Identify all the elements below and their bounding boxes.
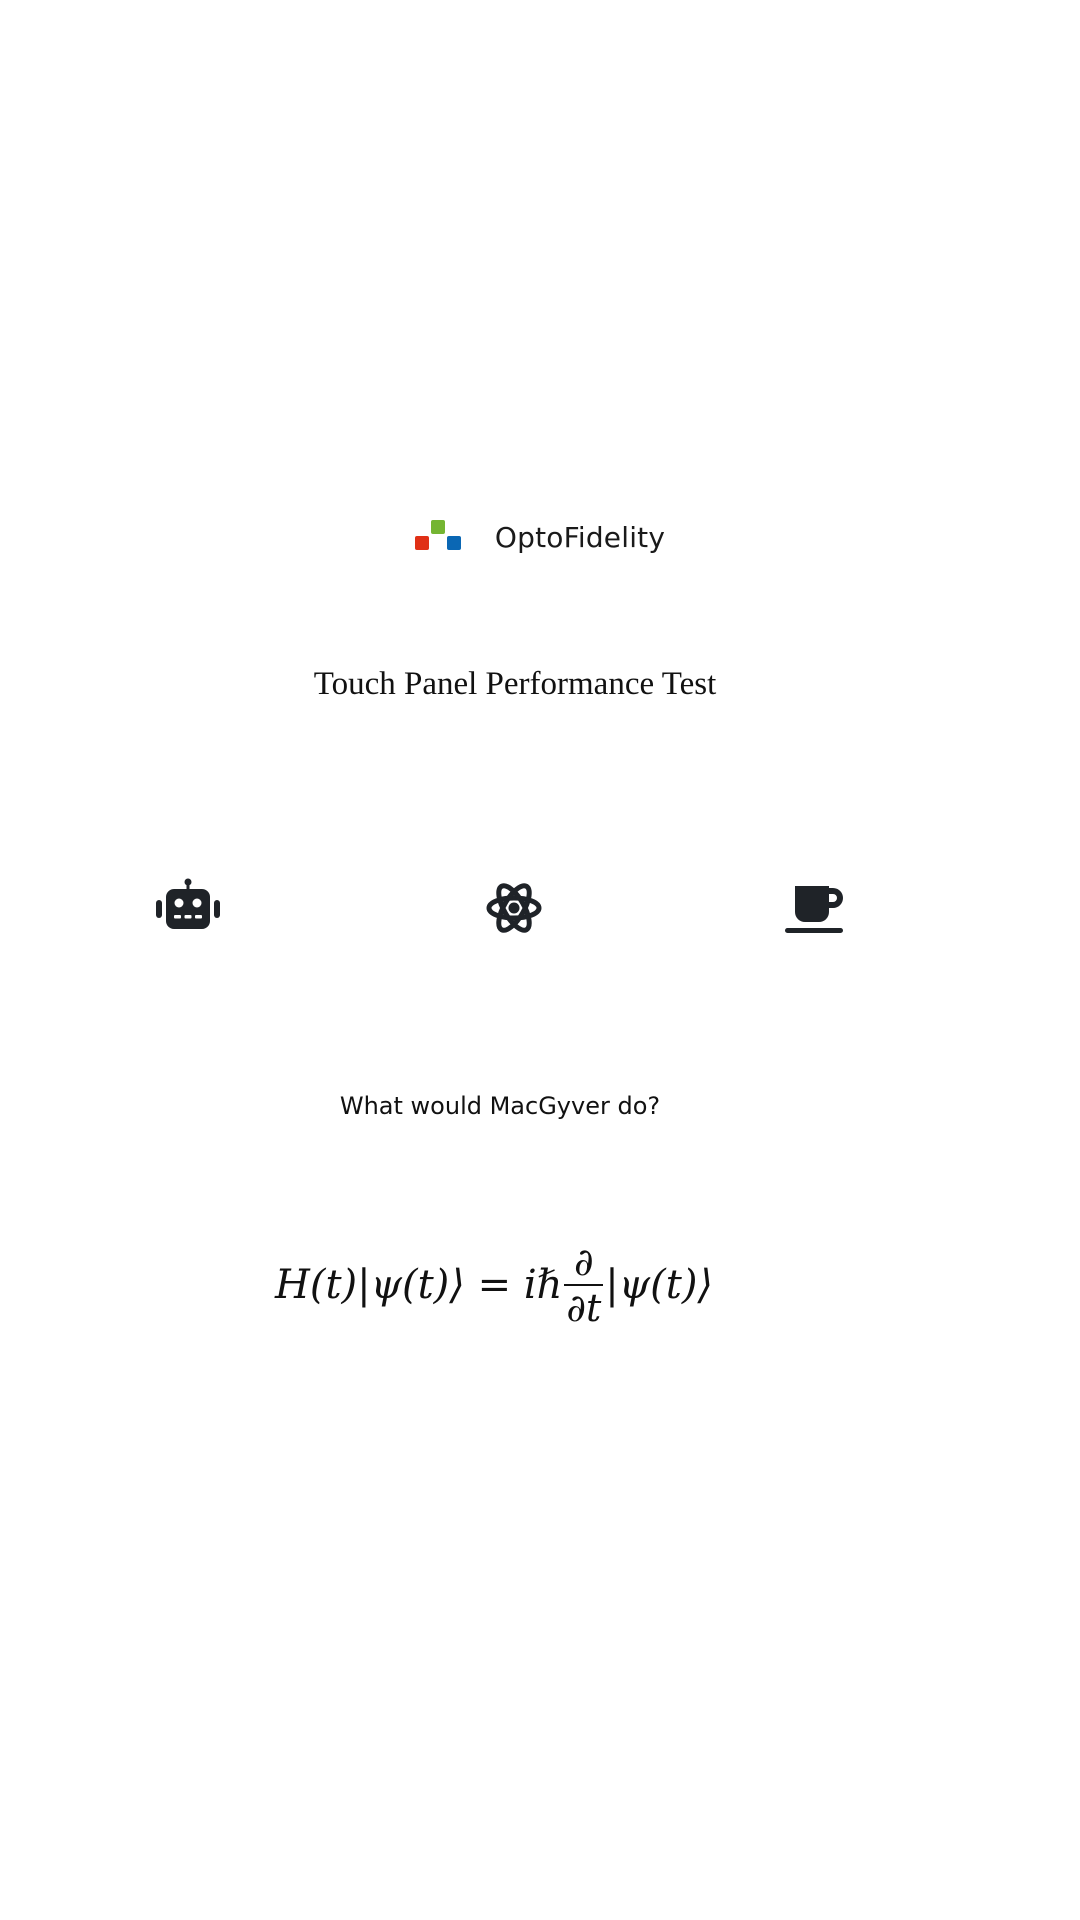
brand-name: OptoFidelity bbox=[494, 520, 666, 554]
robot-icon bbox=[156, 878, 220, 932]
logo-green-square bbox=[430, 520, 445, 534]
equation-fraction: ∂ ∂t bbox=[564, 1240, 604, 1330]
logo-red-square bbox=[414, 536, 429, 550]
atom-icon bbox=[486, 880, 542, 936]
schrodinger-equation: H(t)|ψ(t)⟩ = iℏ ∂ ∂t |ψ(t)⟩ bbox=[0, 1240, 988, 1330]
icon-row bbox=[0, 878, 1080, 948]
equation-denominator: ∂t bbox=[564, 1284, 604, 1330]
subtitle-question: What would MacGyver do? bbox=[339, 1092, 661, 1120]
logo-blue-square bbox=[446, 536, 461, 550]
optofidelity-logo-mark bbox=[414, 520, 465, 554]
brand-logo: OptoFidelity bbox=[0, 520, 1080, 554]
equation-right: |ψ(t)⟩ bbox=[605, 1262, 714, 1308]
equation-left: H(t)|ψ(t)⟩ = iℏ bbox=[274, 1262, 563, 1308]
page-title: Touch Panel Performance Test bbox=[313, 666, 717, 702]
coffee-cup-icon bbox=[785, 880, 847, 936]
equation-numerator: ∂ bbox=[574, 1240, 594, 1284]
